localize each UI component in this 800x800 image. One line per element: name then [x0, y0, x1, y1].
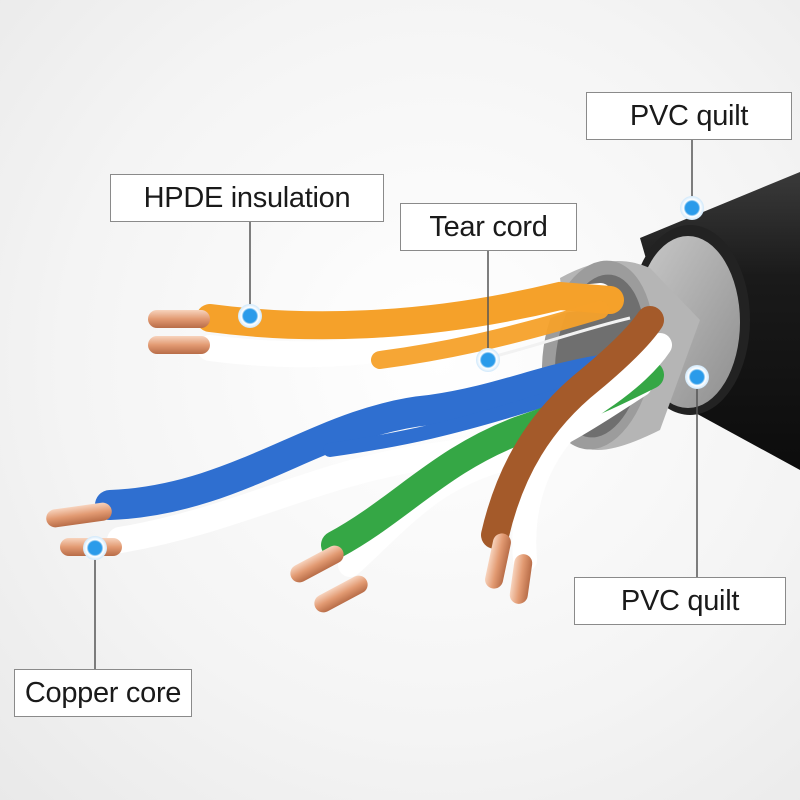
- callout-pvc-quilt-inner: PVC quilt: [574, 577, 786, 625]
- brown-pair: [481, 306, 672, 604]
- copper-conductor: [148, 310, 210, 328]
- orange-pair: [148, 281, 624, 369]
- leader-lines: [94, 140, 698, 669]
- copper-conductor: [46, 502, 112, 528]
- copper-conductor: [290, 545, 344, 583]
- copper-conductor: [314, 575, 368, 613]
- marker-dot-copper: [83, 536, 107, 560]
- marker-dot-hpde: [238, 304, 262, 328]
- callout-pvc-quilt-outer: PVC quilt: [586, 92, 792, 140]
- tear-cord-thread: [487, 316, 631, 360]
- callout-tear-cord: Tear cord: [400, 203, 577, 251]
- marker-dot-tear-cord: [476, 348, 500, 372]
- callout-copper-core: Copper core: [14, 669, 192, 717]
- marker-dots: [83, 196, 709, 560]
- copper-conductor: [148, 336, 210, 354]
- copper-conductor: [509, 554, 533, 604]
- callout-hpde-insulation: HPDE insulation: [110, 174, 384, 222]
- marker-dot-pvc-inner: [685, 365, 709, 389]
- copper-conductor: [485, 533, 511, 589]
- marker-dot-pvc-outer: [680, 196, 704, 220]
